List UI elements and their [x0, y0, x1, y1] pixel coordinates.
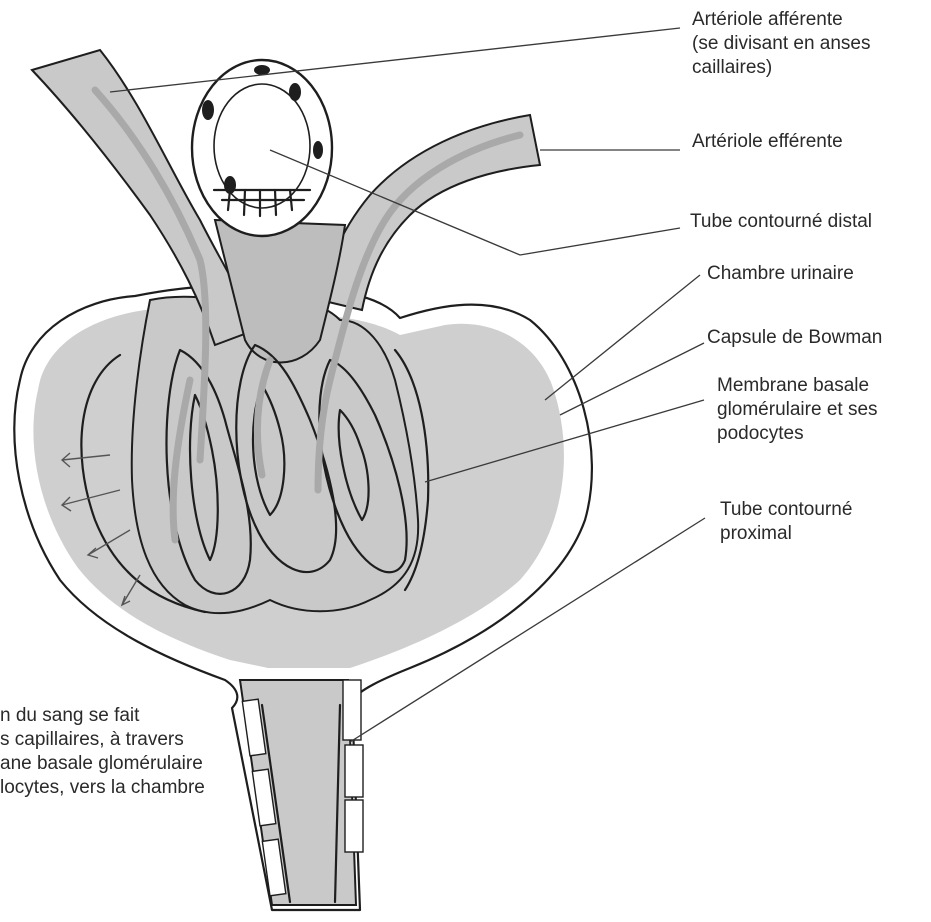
label-urinary-chamber: Chambre urinaire: [707, 262, 854, 286]
label-glomerular-membrane: Membrane basale glomérulaire et ses podo…: [717, 374, 878, 446]
label-proximal-tube: Tube contourné proximal: [720, 498, 852, 546]
label-bowman-capsule: Capsule de Bowman: [707, 326, 882, 350]
label-distal-tube: Tube contourné distal: [690, 210, 872, 234]
label-filtration-text: n du sang se fait s capillaires, à trave…: [0, 704, 205, 800]
label-efferent-arteriole: Artériole efférente: [692, 130, 843, 154]
label-afferent-arteriole: Artériole afférente (se divisant en anse…: [692, 8, 871, 80]
efferent-arteriole: [320, 115, 540, 310]
